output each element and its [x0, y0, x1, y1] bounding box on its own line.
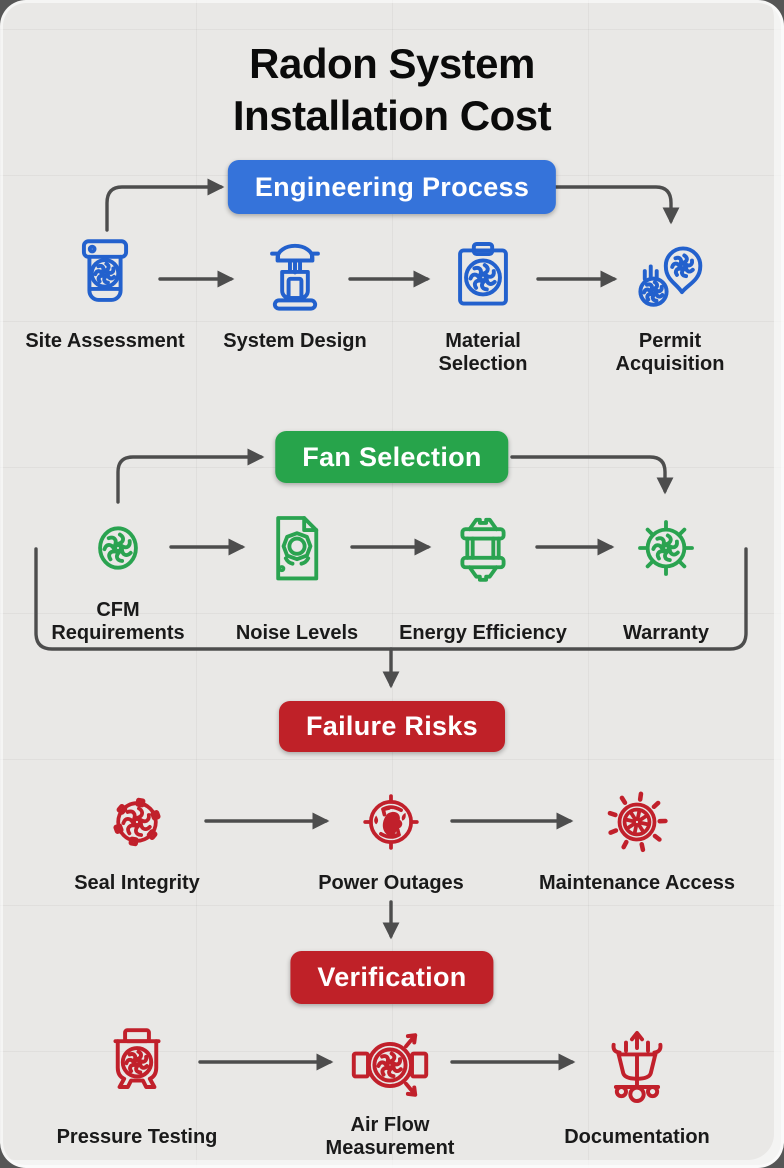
arrow-banner-to-permit	[551, 185, 680, 225]
node-label: CFM Requirements	[51, 599, 185, 645]
node-label: Power Outages	[318, 872, 464, 894]
node-label: Material Selection	[438, 330, 528, 375]
node-label: Site Assessment	[25, 330, 185, 352]
node-label: Seal Integrity	[74, 872, 200, 894]
node-label: Pressure Testing	[56, 1125, 218, 1148]
seal-integrity-icon	[95, 780, 179, 864]
node-seal-integrity: Seal Integrity	[17, 780, 257, 895]
node-system-design: System Design	[175, 233, 415, 353]
node-pressure-testing: Pressure Testing	[17, 1021, 257, 1163]
warranty-icon	[623, 505, 709, 591]
node-energy-efficiency: Energy Efficiency	[363, 505, 603, 645]
title-line-1: Radon System	[249, 40, 535, 87]
node-air-flow-measurement: Air Flow Measurement	[270, 1021, 510, 1163]
arrow-site-to-banner	[105, 178, 225, 232]
energy-efficiency-icon	[440, 505, 526, 591]
stage-banner-failure-risks: Failure Risks	[279, 701, 505, 752]
air-flow-measurement-icon	[346, 1021, 434, 1109]
node-documentation: Documentation	[517, 1021, 757, 1163]
node-warranty: Warranty	[546, 505, 784, 645]
permit-acquisition-icon	[626, 233, 714, 321]
node-material-selection: Material Selection	[363, 233, 603, 376]
node-site-assessment: Site Assessment	[0, 233, 225, 353]
maintenance-access-icon	[595, 780, 679, 864]
system-design-icon	[251, 233, 339, 321]
cfm-requirements-icon	[75, 505, 161, 591]
node-label: Maintenance Access	[538, 872, 735, 894]
node-label: Energy Efficiency	[399, 622, 567, 645]
node-label: Documentation	[564, 1125, 710, 1148]
node-label: Noise Levels	[235, 622, 359, 645]
site-assessment-icon	[61, 233, 149, 321]
node-power-outages: Power Outages	[271, 780, 511, 895]
node-maintenance-access: Maintenance Access	[517, 780, 757, 895]
node-noise-levels: Noise Levels	[177, 505, 417, 645]
node-cfm-requirements: CFM Requirements	[0, 505, 238, 645]
power-outages-icon	[349, 780, 433, 864]
node-label: Air Flow Measurement	[325, 1114, 455, 1159]
node-label: System Design	[223, 330, 367, 352]
stage-banner-engineering-process: Engineering Process	[227, 160, 557, 214]
documentation-icon	[593, 1021, 681, 1109]
page-title: Radon System Installation Cost	[0, 38, 784, 142]
pressure-testing-icon	[93, 1021, 181, 1109]
node-permit-acquisition: Permit Acquisition	[550, 233, 784, 376]
node-label: Warranty	[623, 622, 709, 645]
node-label: Permit Acquisition	[615, 330, 725, 375]
material-selection-icon	[439, 233, 527, 321]
title-line-2: Installation Cost	[232, 92, 552, 139]
noise-levels-icon	[254, 505, 340, 591]
arrow-banner-to-warranty	[510, 455, 674, 495]
arrow-cfm-to-banner	[116, 448, 265, 504]
stage-banner-fan-selection: Fan Selection	[275, 431, 509, 483]
stage-banner-verification: Verification	[290, 951, 494, 1004]
